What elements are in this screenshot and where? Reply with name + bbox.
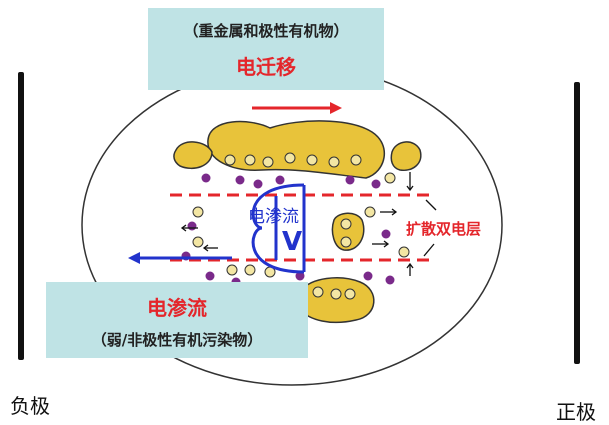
negative-ions [192,152,410,300]
soil-particle-left [173,141,213,170]
electroosmosis-subtitle: （弱/非极性有机污染物） [91,331,263,349]
electroosmosis-title: 电渗流 [147,296,207,320]
positive-electrode [574,82,580,364]
electromigration-box: （重金属和极性有机物） 电迁移 [148,8,384,90]
electromigration-title: 电迁移 [236,55,296,79]
negative-pole-label: 负极 [10,394,50,418]
positive-pole-label: 正极 [556,400,596,424]
ion-arrows [180,172,437,276]
diffuse-double-layer-label: 扩散双电层 [406,220,482,238]
inner-flow-label: 电渗流 [248,207,299,227]
negative-electrode [18,72,24,360]
electromigration-subtitle: （重金属和极性有机物） [183,22,349,40]
velocity-symbol: V [282,227,302,257]
soil-particle-bottom [297,277,375,324]
electroosmotic-flow-profile [251,183,306,274]
soil-particle-right [390,141,422,172]
soil-particle-middle [331,212,365,251]
electroosmosis-box: 电渗流 （弱/非极性有机污染物） [46,282,308,358]
